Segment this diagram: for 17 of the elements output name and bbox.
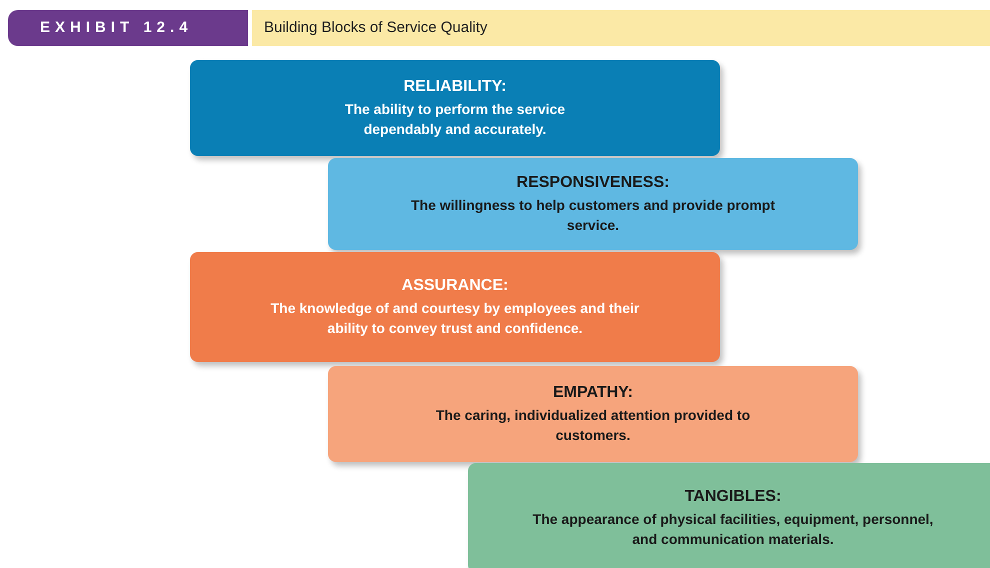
block-heading: RESPONSIVENESS: — [516, 174, 670, 192]
block-heading: EMPATHY: — [553, 384, 633, 402]
block-heading: RELIABILITY: — [404, 78, 506, 96]
quality-block — [190, 60, 720, 156]
block-heading: TANGIBLES: — [684, 488, 782, 506]
quality-block — [328, 366, 858, 462]
block-description: The willingness to help customers and provide prompt service. — [410, 196, 776, 234]
block-description: The ability to perform the service dependably and accurately. — [344, 100, 566, 138]
block-description: The caring, individualized attention provided to customers. — [434, 406, 752, 444]
quality-block — [328, 158, 858, 250]
block-heading: ASSURANCE: — [402, 276, 508, 294]
block-description: The knowledge of and courtesy by employees and their ability to convey trust and confidence. — [270, 298, 640, 338]
exhibit-label: EXHIBIT 12.4 — [8, 10, 248, 46]
quality-block — [468, 463, 990, 568]
block-description: The appearance of physical facilities, equipment, personnel, and communication materials. — [532, 510, 934, 548]
quality-block — [190, 252, 720, 362]
title-banner: Building Blocks of Service Quality — [252, 10, 990, 46]
